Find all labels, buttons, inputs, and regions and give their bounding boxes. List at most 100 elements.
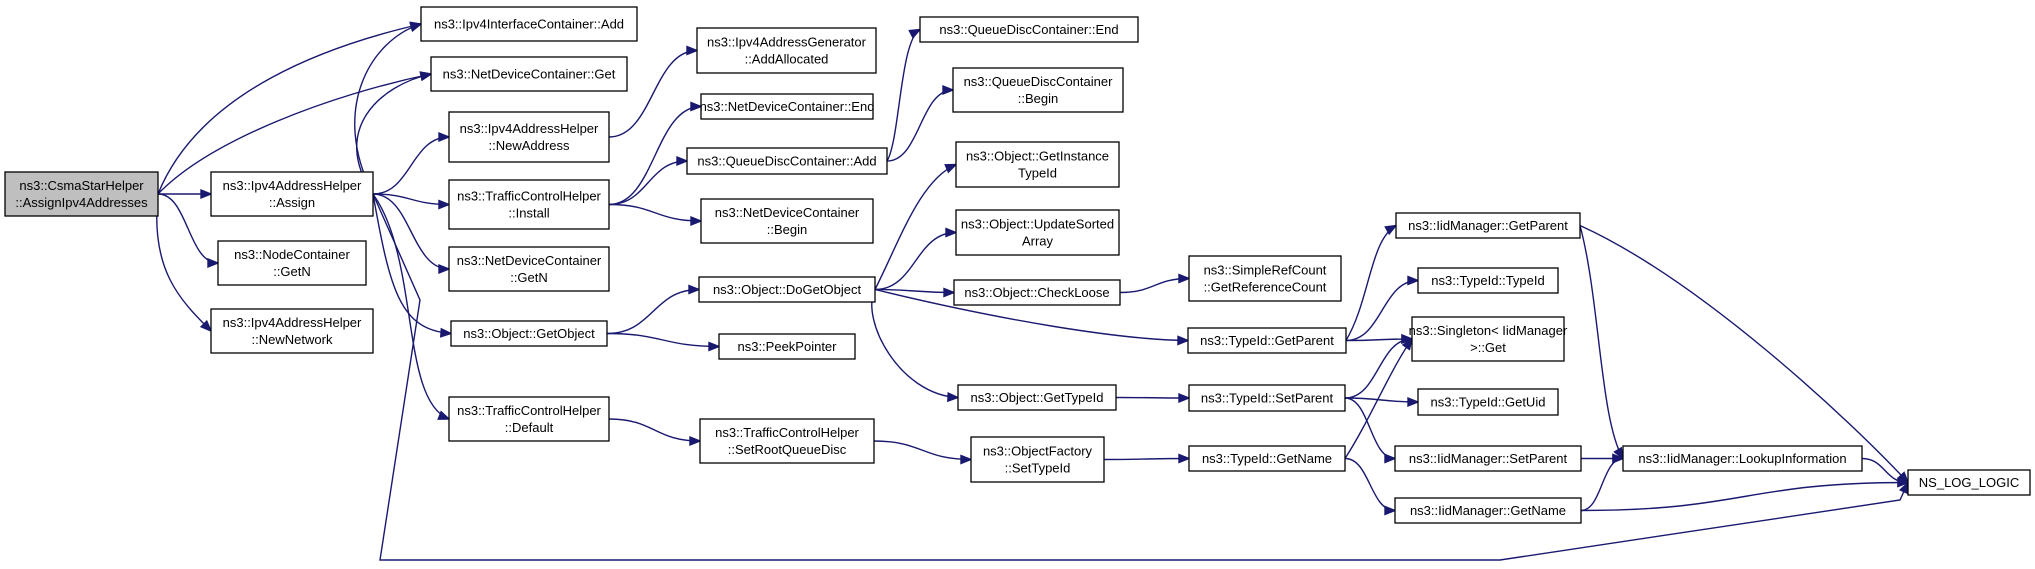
node-iid-getparent[interactable]: ns3::IidManager::GetParent <box>1395 212 1581 239</box>
node-box <box>919 16 1139 43</box>
node-ndc-get[interactable]: ns3::NetDeviceContainer::Get <box>430 56 628 92</box>
node-label: ns3::Ipv4AddressGenerator <box>707 35 867 50</box>
node-label: ns3::NetDeviceContainer::Get <box>443 67 616 82</box>
edge-iid_getname-to-iid_lookup <box>1580 453 1625 512</box>
node-ah-assign[interactable]: ns3::Ipv4AddressHelper::Assign <box>210 171 374 217</box>
edge-line <box>608 160 688 206</box>
edge-tid_setparent-to-singleton_get <box>1344 333 1414 399</box>
edge-line <box>1344 397 1396 460</box>
node-box <box>686 147 888 175</box>
node-iid-setparent[interactable]: ns3::IidManager::SetParent <box>1394 445 1582 472</box>
node-tid-getuid[interactable]: ns3::TypeId::GetUid <box>1417 388 1559 416</box>
node-singleton-get[interactable]: ns3::Singleton< IidManager>::Get <box>1409 316 1568 362</box>
arrowhead-icon <box>438 263 451 275</box>
node-box <box>1907 469 2031 496</box>
node-tid-getparent[interactable]: ns3::TypeId::GetParent <box>1187 327 1347 354</box>
edge-line <box>608 49 698 138</box>
node-label: ns3::TypeId::GetParent <box>1200 333 1334 348</box>
edge-line <box>354 23 422 195</box>
edge-line <box>608 418 701 442</box>
arrowhead-icon <box>438 199 451 210</box>
node-iid-lookup[interactable]: ns3::IidManager::LookupInformation <box>1622 445 1863 472</box>
node-label: ns3::QueueDiscContainer <box>964 74 1114 89</box>
node-of-settypeid[interactable]: ns3::ObjectFactory::SetTypeId <box>970 436 1105 483</box>
node-box <box>1394 445 1582 472</box>
node-peekpointer[interactable]: ns3::PeekPointer <box>718 333 856 360</box>
node-label: ::SetRootQueueDisc <box>728 442 847 457</box>
arrowhead-icon <box>1401 337 1414 351</box>
node-ipv4ic-add[interactable]: ns3::Ipv4InterfaceContainer::Add <box>420 6 638 42</box>
node-label: ns3::IidManager::SetParent <box>1409 451 1568 466</box>
arrowhead-icon <box>690 215 703 227</box>
edge-line <box>608 203 702 222</box>
edge-line <box>1579 224 1909 483</box>
node-label: ns3::Ipv4AddressHelper <box>460 121 599 136</box>
node-box <box>700 93 874 120</box>
node-label: ns3::TypeId::GetName <box>1202 451 1332 466</box>
node-label: ns3::NetDeviceContainer <box>457 253 602 268</box>
node-qdc-begin[interactable]: ns3::QueueDiscContainer::Begin <box>952 67 1124 113</box>
edge-tid_getparent-to-iid_getparent <box>1345 224 1398 341</box>
node-src-getref[interactable]: ns3::SimpleRefCount::GetReferenceCount <box>1188 255 1342 302</box>
node-label: ::GetReferenceCount <box>1204 280 1327 295</box>
node-ah-newaddr[interactable]: ns3::Ipv4AddressHelper::NewAddress <box>448 111 610 163</box>
arrowhead-icon <box>689 435 702 447</box>
edge-line <box>874 288 1189 342</box>
node-ndc-begin[interactable]: ns3::NetDeviceContainer::Begin <box>700 198 874 244</box>
node-obj-getobject[interactable]: ns3::Object::GetObject <box>450 320 608 347</box>
edge-line <box>372 193 450 206</box>
edge-line <box>1345 279 1419 342</box>
edge-line <box>874 288 955 294</box>
node-label: ns3::CsmaStarHelper <box>19 178 144 193</box>
node-label: ns3::IidManager::LookupInformation <box>1638 451 1846 466</box>
node-tch-default[interactable]: ns3::TrafficControlHelper::Default <box>448 396 610 442</box>
node-ndc-end[interactable]: ns3::NetDeviceContainer::End <box>700 93 875 120</box>
node-iid-getname[interactable]: ns3::IidManager::GetName <box>1394 497 1582 524</box>
edge-line <box>372 136 450 195</box>
edge-line <box>1344 457 1396 512</box>
node-gen-addalloc[interactable]: ns3::Ipv4AddressGenerator::AddAllocated <box>696 27 877 74</box>
arrowhead-icon <box>439 327 453 338</box>
node-qdc-add[interactable]: ns3::QueueDiscContainer::Add <box>686 147 888 175</box>
node-label: ns3::Object::CheckLoose <box>964 285 1109 300</box>
edge-line <box>608 105 702 206</box>
arrowhead-icon <box>1384 453 1397 464</box>
node-box <box>210 308 374 354</box>
node-box <box>450 320 608 347</box>
edge-line <box>1103 457 1190 461</box>
node-tch-setroot[interactable]: ns3::TrafficControlHelper::SetRootQueueD… <box>699 418 875 464</box>
node-obj-checkloose[interactable]: ns3::Object::CheckLoose <box>953 279 1121 306</box>
edge-root-to-ah_newnet <box>156 193 213 333</box>
edge-iid_getparent-to-iid_lookup <box>1579 225 1624 461</box>
node-root[interactable]: ns3::CsmaStarHelper::AssignIpv4Addresses <box>4 171 159 217</box>
edge-qdc_add-to-qdc_begin <box>886 84 955 162</box>
node-obj-dogetobject[interactable]: ns3::Object::DoGetObject <box>698 276 876 303</box>
node-ndc-getn[interactable]: ns3::NetDeviceContainer::GetN <box>448 246 610 292</box>
node-qdc-end[interactable]: ns3::QueueDiscContainer::End <box>919 16 1139 43</box>
node-box <box>448 179 610 230</box>
node-obj-gettypeid[interactable]: ns3::Object::GetTypeId <box>957 384 1117 411</box>
node-label: ::AssignIpv4Addresses <box>15 195 148 210</box>
nodes-layer: ns3::CsmaStarHelper::AssignIpv4Addresses… <box>4 6 2031 524</box>
edge-line <box>873 440 972 461</box>
node-tid-setparent[interactable]: ns3::TypeId::SetParent <box>1188 384 1346 412</box>
arrowhead-icon <box>908 28 922 39</box>
edge-line <box>1344 338 1413 459</box>
node-label: ::NewAddress <box>489 138 570 153</box>
node-ns-log-logic[interactable]: NS_LOG_LOGIC <box>1907 469 2031 496</box>
node-tid-typeid[interactable]: ns3::TypeId::TypeId <box>1417 267 1559 294</box>
node-label: ns3::Object::GetObject <box>463 326 595 341</box>
node-nc-getn[interactable]: ns3::NodeContainer::GetN <box>217 240 367 286</box>
edge-root-to-ipv4ic_add <box>157 21 423 195</box>
node-tid-getname[interactable]: ns3::TypeId::GetName <box>1188 445 1346 472</box>
node-box <box>718 333 856 360</box>
node-box <box>952 67 1124 113</box>
node-box <box>955 209 1120 256</box>
node-tch-install[interactable]: ns3::TrafficControlHelper::Install <box>448 179 610 230</box>
edge-line <box>157 23 422 195</box>
edge-tch_setroot-to-of_settypeid <box>873 440 973 465</box>
node-ah-newnet[interactable]: ns3::Ipv4AddressHelper::NewNetwork <box>210 308 374 354</box>
arrowhead-icon <box>690 101 703 112</box>
